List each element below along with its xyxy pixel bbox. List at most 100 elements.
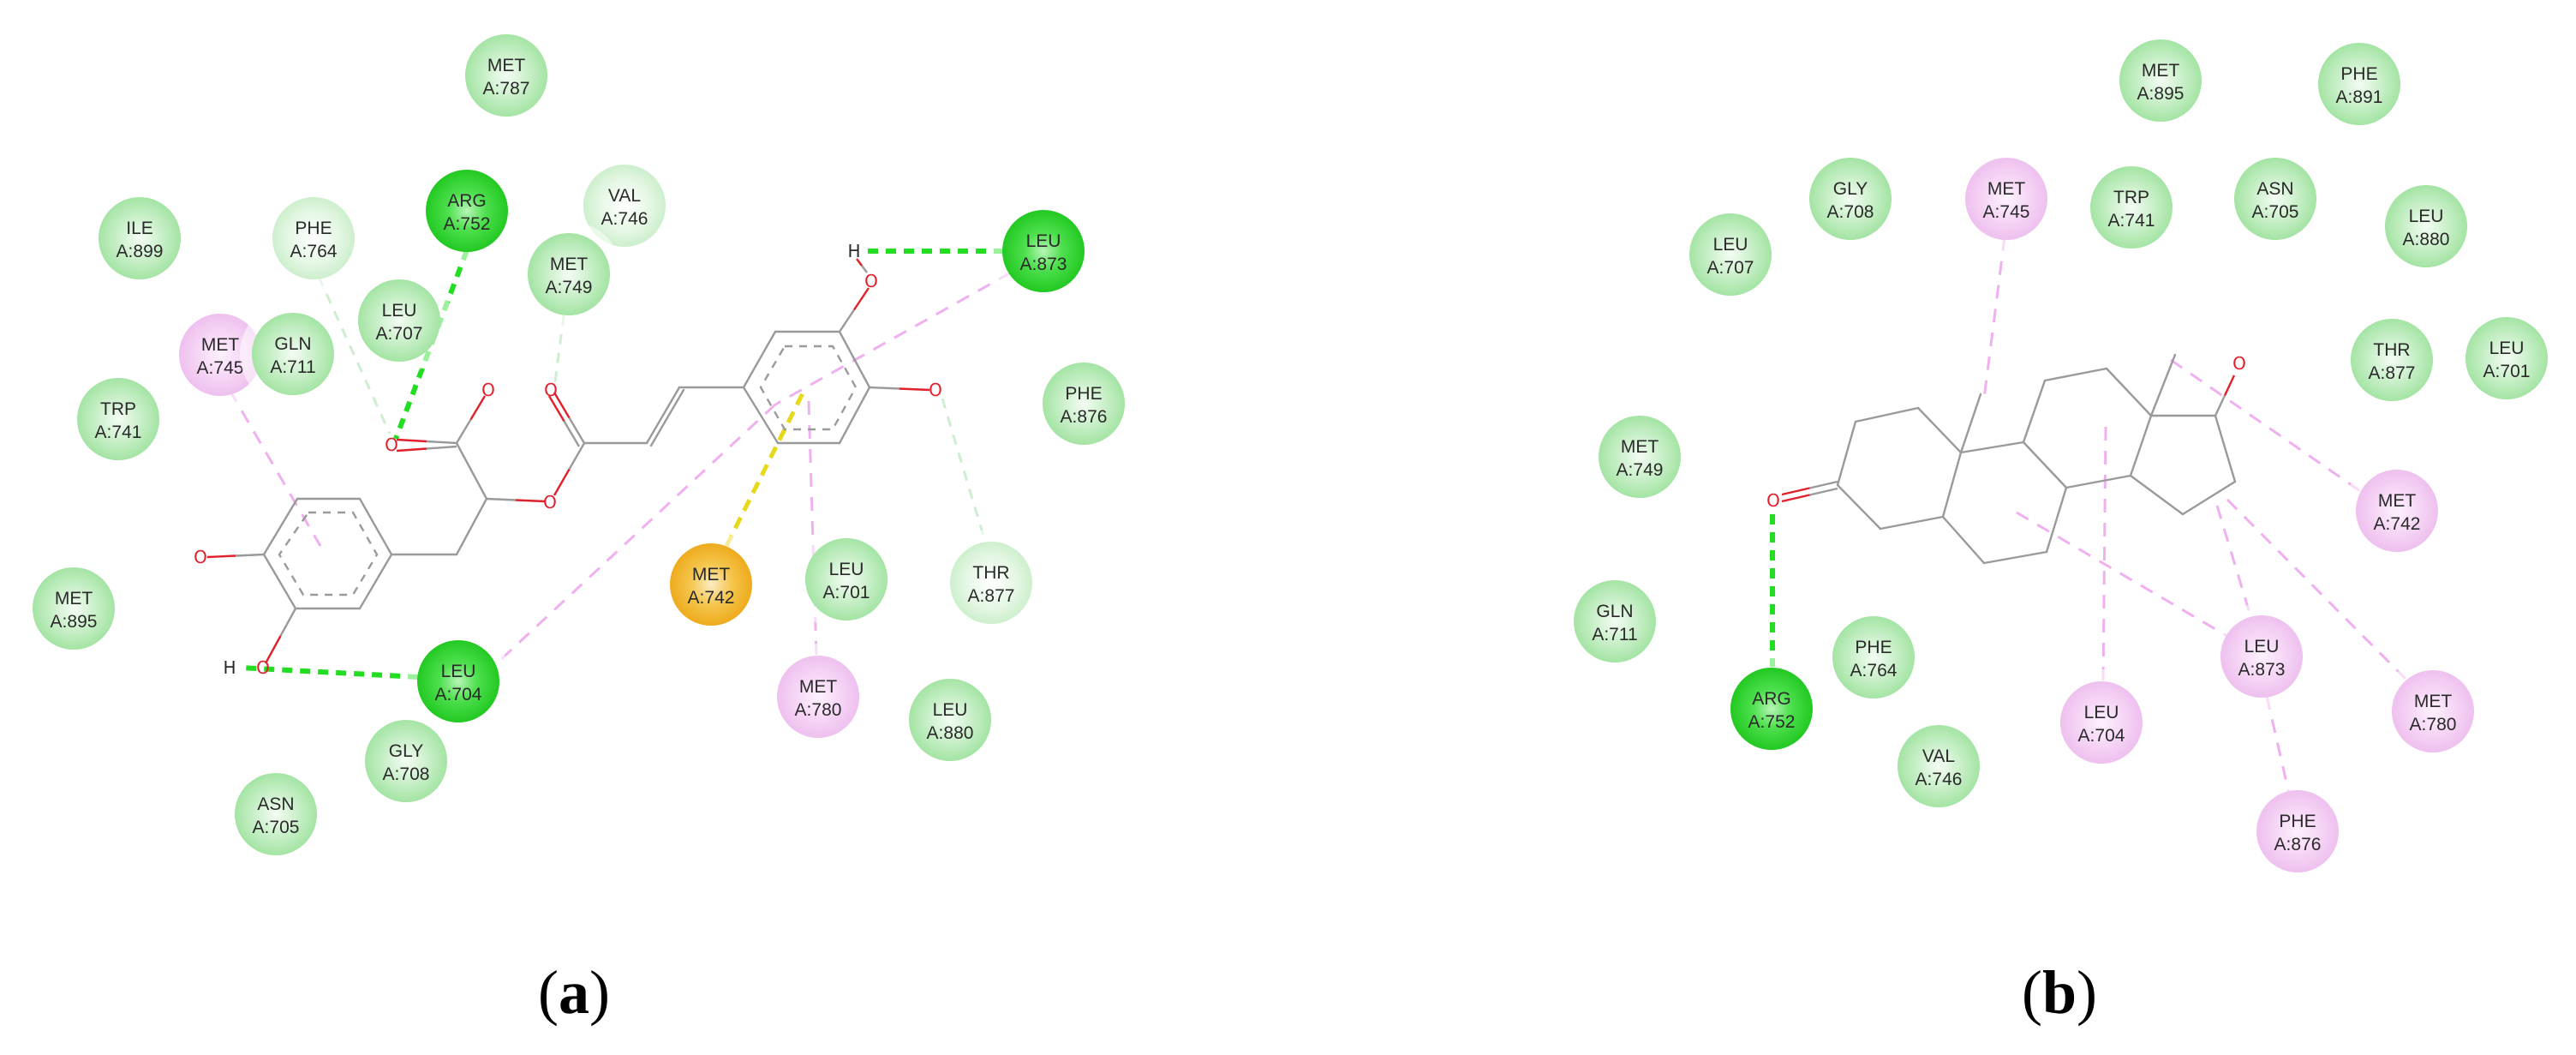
carbon-bond bbox=[2105, 367, 2153, 417]
residue-name: PHE bbox=[2340, 64, 2377, 84]
residue-id: A:701 bbox=[2483, 362, 2531, 381]
residue-name: LEU bbox=[1026, 231, 1061, 251]
residue-name: GLY bbox=[1833, 179, 1868, 199]
alkyl-line-interaction bbox=[2101, 426, 2107, 684]
residue-name: GLN bbox=[1596, 602, 1633, 621]
residue-name: ASN bbox=[257, 794, 294, 814]
hetero-bond-carbon-half bbox=[563, 420, 581, 447]
carbon-bond bbox=[358, 497, 393, 556]
residue-circle bbox=[2119, 39, 2202, 122]
residue-circle bbox=[235, 773, 317, 855]
carbon-bond bbox=[645, 386, 681, 445]
residue-id: A:741 bbox=[95, 423, 142, 442]
alkyl-line-interaction bbox=[2016, 511, 2231, 639]
hetero-bond-carbon-half bbox=[2214, 394, 2226, 417]
residue-name: PHE bbox=[295, 219, 332, 238]
carbon-bond bbox=[1982, 550, 2048, 565]
hetero-bond-carbon-half bbox=[1809, 480, 1838, 489]
residue-name: LEU bbox=[441, 662, 476, 681]
alkyl-line-interaction bbox=[2215, 505, 2253, 620]
carbon-bond bbox=[262, 497, 299, 556]
residue-trp-741[interactable]: TRP A:741 bbox=[65, 366, 171, 472]
residue-circle bbox=[1002, 210, 1085, 292]
residue-id: A:752 bbox=[1748, 712, 1796, 732]
pi-sulfur-line-interaction bbox=[724, 390, 806, 548]
carbon-bond bbox=[1941, 515, 1986, 565]
carbon-bond bbox=[2022, 441, 2068, 489]
residue-circle bbox=[2465, 317, 2548, 399]
residue-name: LEU bbox=[1713, 235, 1748, 255]
residue-id: A:742 bbox=[688, 588, 735, 608]
residue-id: A:895 bbox=[2137, 84, 2185, 104]
residue-circle bbox=[1599, 416, 1681, 498]
residue-id: A:787 bbox=[483, 79, 530, 99]
hbond-line-interaction bbox=[239, 665, 419, 680]
residue-id: A:704 bbox=[2078, 726, 2125, 746]
residue-name: MET bbox=[1621, 437, 1659, 457]
residue-circle bbox=[179, 314, 261, 396]
hetero-bond-oxygen-half bbox=[547, 395, 565, 423]
hetero-bond-carbon-half bbox=[486, 497, 517, 501]
residue-circle bbox=[99, 197, 181, 279]
hetero-bond-carbon-half bbox=[869, 386, 900, 390]
residue-circle bbox=[670, 543, 752, 626]
residue-circle bbox=[272, 197, 355, 279]
residue-circle bbox=[2234, 158, 2316, 240]
carbon-bond bbox=[2214, 414, 2237, 483]
residue-id: A:877 bbox=[2369, 363, 2416, 383]
residue-id: A:764 bbox=[1850, 661, 1898, 680]
carbon-bond bbox=[1836, 420, 1857, 487]
residue-name: TRP bbox=[100, 399, 136, 419]
caption-open-paren: ( bbox=[2022, 958, 2042, 1027]
residue-id: A:899 bbox=[117, 242, 164, 261]
hetero-bond-oxygen-half bbox=[1781, 494, 1810, 503]
carbon-bond bbox=[1836, 483, 1882, 530]
residue-circle bbox=[1809, 158, 1892, 240]
residue-circle bbox=[950, 542, 1032, 624]
carbon-bond bbox=[1854, 406, 1920, 423]
residue-name: MET bbox=[55, 589, 93, 608]
carbon-bond bbox=[838, 330, 871, 389]
carbon-bond bbox=[1879, 515, 1945, 530]
